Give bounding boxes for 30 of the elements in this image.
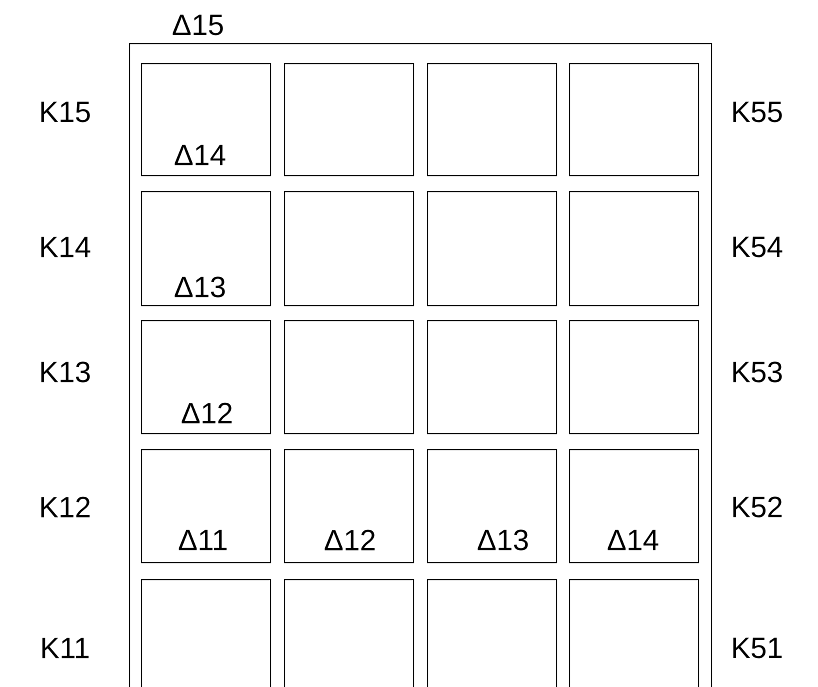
cell-box: Δ12 xyxy=(284,449,414,564)
cell-box xyxy=(427,320,558,434)
cell-box: Δ13 xyxy=(427,449,558,564)
row-label: K15 xyxy=(41,102,90,122)
cell-box xyxy=(284,191,414,306)
row-label: K54 xyxy=(733,236,782,258)
cell-box xyxy=(569,63,700,176)
cell-box xyxy=(427,63,558,176)
row-label: K12 xyxy=(41,496,90,518)
cell-box: Δ12 xyxy=(141,320,272,434)
row-label: K55 xyxy=(733,102,782,122)
cell-box: Δ14 xyxy=(569,449,700,564)
cell-box xyxy=(569,191,700,306)
cell-box xyxy=(284,579,414,687)
row-label: K51 xyxy=(733,638,782,658)
row-label: K14 xyxy=(41,236,90,258)
row-label: K13 xyxy=(41,362,90,382)
cell-box xyxy=(141,579,272,687)
row-label: K11 xyxy=(42,638,89,658)
row-label: K52 xyxy=(733,496,782,518)
cell-box xyxy=(284,63,414,176)
cell-box xyxy=(284,320,414,434)
cell-box xyxy=(427,191,558,306)
row-label: K53 xyxy=(733,362,782,382)
cell-box xyxy=(569,320,700,434)
cell-box xyxy=(427,579,558,687)
cell-box xyxy=(569,579,700,687)
cell-box: Δ13 xyxy=(141,191,272,306)
cell-box: Δ14 xyxy=(141,63,272,176)
cell-box: Δ11 xyxy=(141,449,272,564)
